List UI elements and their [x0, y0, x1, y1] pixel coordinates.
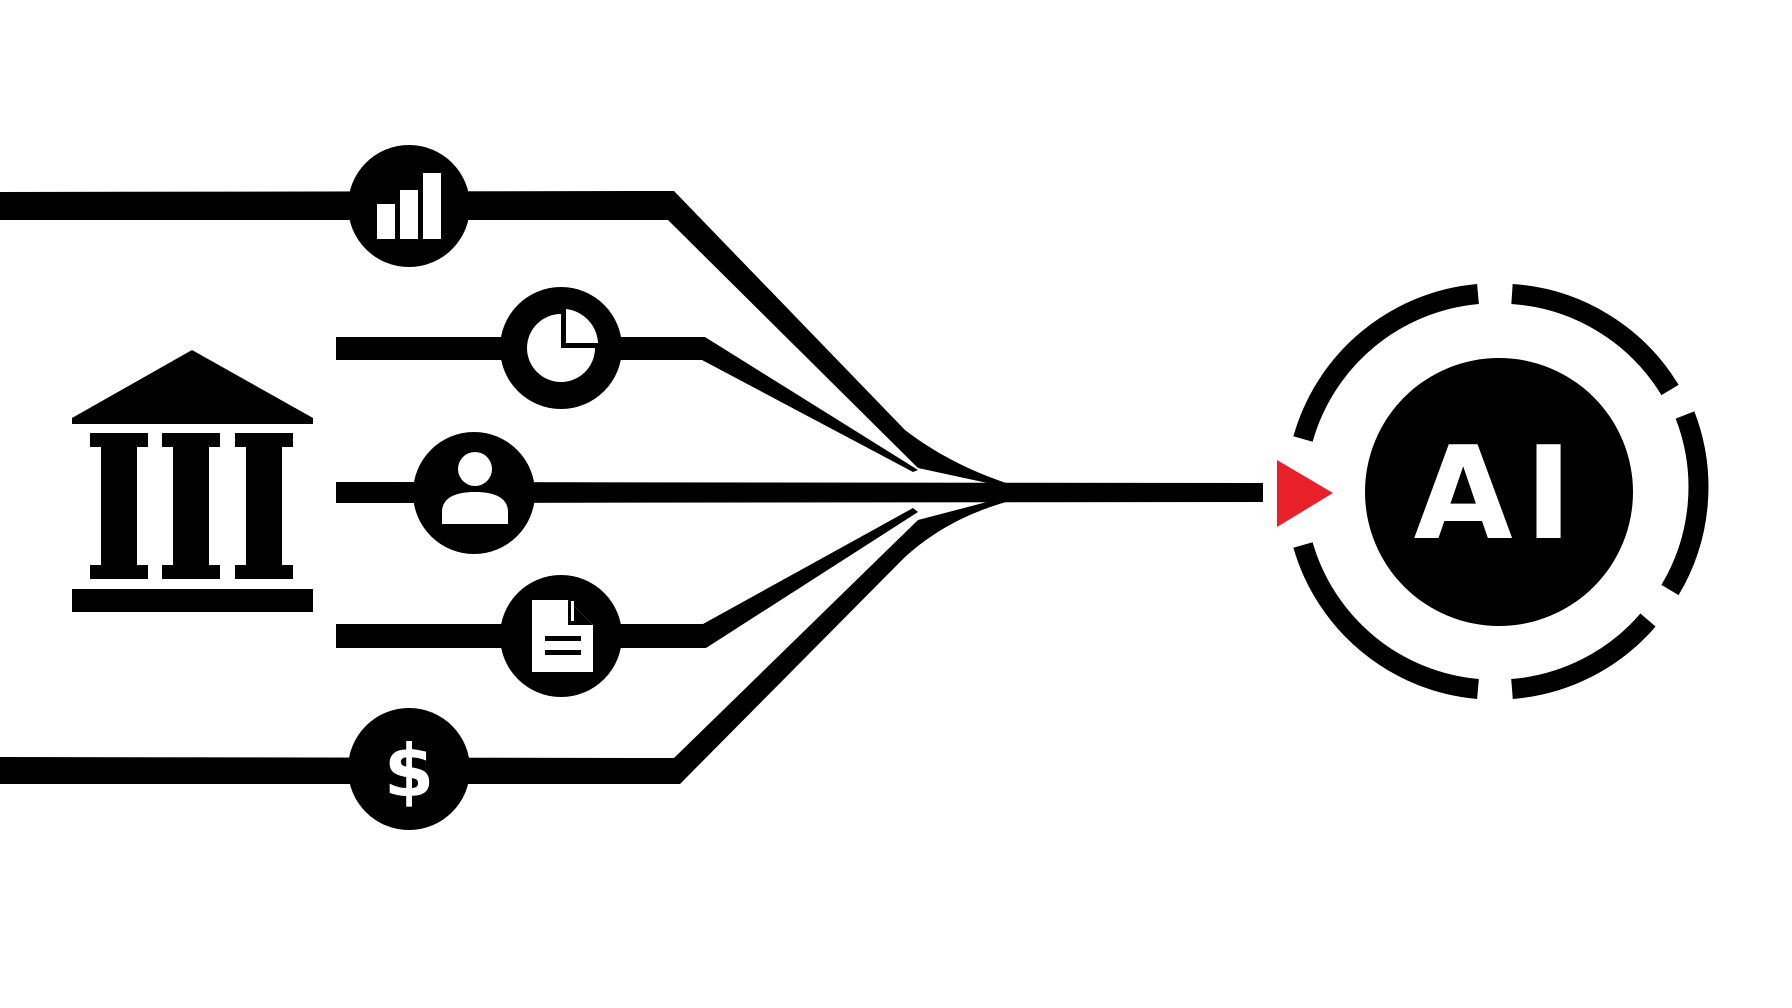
arrow-head — [1277, 460, 1333, 527]
node-documents — [500, 575, 622, 697]
flow-line-documents — [336, 508, 918, 648]
flow-line-customers — [336, 482, 1263, 503]
flow-line-analytics — [0, 191, 1006, 487]
pie-chart-icon — [527, 309, 598, 382]
node-analytics — [348, 145, 470, 267]
flow-lines — [0, 191, 1263, 784]
ai-core-circle — [1365, 358, 1633, 626]
node-customers — [413, 432, 535, 554]
ai-hub: AI — [1293, 284, 1709, 699]
document-icon — [532, 600, 593, 672]
outer-ring — [1293, 284, 1709, 699]
node-reports — [500, 287, 622, 409]
bank-building-icon — [72, 350, 313, 612]
flow-line-reports — [336, 337, 918, 472]
svg-text:$: $ — [384, 729, 434, 813]
user-icon — [442, 452, 508, 524]
dollar-icon: $ — [384, 729, 434, 813]
ai-label: AI — [1414, 420, 1585, 569]
flow-line-finance — [0, 497, 1006, 784]
node-finance: $ — [348, 708, 470, 830]
bar-chart-icon — [377, 173, 441, 239]
